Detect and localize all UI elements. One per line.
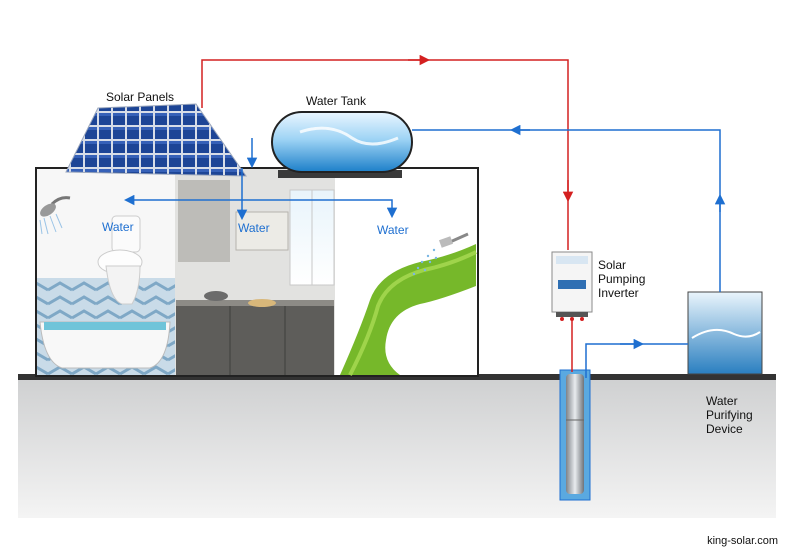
solar-panels-label: Solar Panels: [106, 90, 175, 104]
website-label: king-solar.com: [707, 535, 778, 547]
inverter-label: Solar Pumping Inverter: [598, 258, 646, 300]
solar-pumping-inverter: [551, 251, 593, 321]
bathtub-icon: [39, 321, 171, 369]
garden-room: [335, 169, 477, 376]
well-pump: [559, 369, 591, 501]
water-tank: [271, 111, 413, 178]
water-purifying-device: [687, 291, 763, 375]
solar-panels: [65, 103, 247, 177]
house: [35, 167, 479, 377]
water-label-kitchen: Water: [238, 221, 270, 235]
water-line-garden: [242, 199, 398, 219]
water-label-bathroom: Water: [102, 220, 134, 234]
kitchen-room: [175, 169, 335, 375]
shower-icon: [39, 196, 71, 235]
purifier-label: Water Purifying Device: [706, 394, 753, 436]
water-line-pump-purifier: [585, 343, 688, 378]
hose-icon: [412, 232, 469, 276]
toilet-icon: [97, 215, 143, 305]
water-label-garden: Water: [377, 223, 409, 237]
bathroom-room: [37, 169, 175, 375]
water-tank-label: Water Tank: [306, 94, 367, 108]
power-line: [201, 59, 569, 250]
ground: [18, 378, 776, 518]
